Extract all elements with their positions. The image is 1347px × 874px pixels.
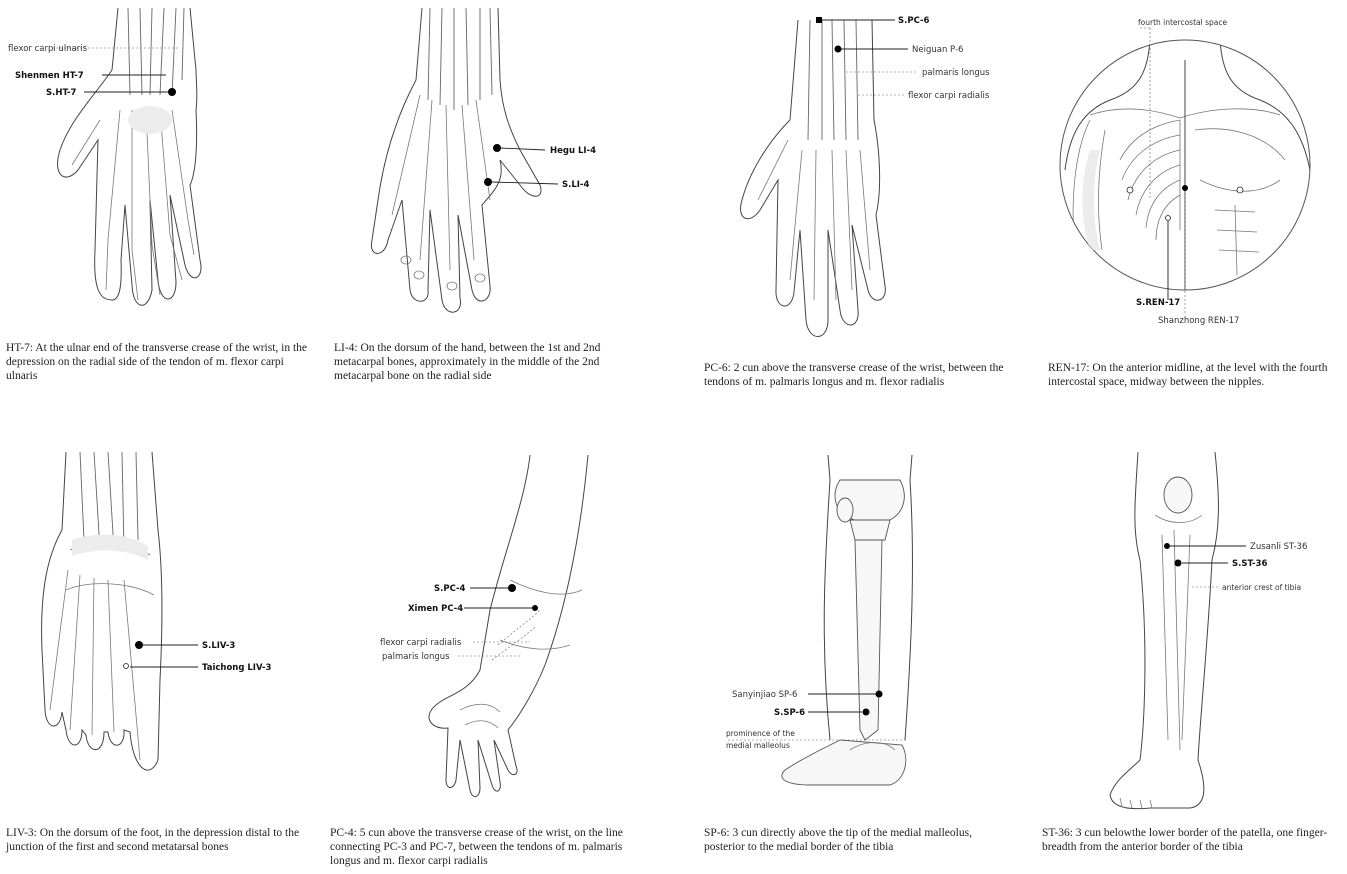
label-neiguan-p6: Neiguan P-6 [912,45,963,55]
label-sanyinjiao-sp6: Sanyinjiao SP-6 [732,690,797,700]
caption-li4: LI-4: On the dorsum of the hand, between… [334,341,634,383]
label-s-ht7: S.HT-7 [46,88,77,98]
label-flexor-carpi-radialis: flexor carpi radialis [908,91,990,101]
caption-st36: ST-36: 3 cun belowthe lower border of th… [1042,826,1342,854]
panel-sp6: Sanyinjiao SP-6 S.SP-6 prominence of the… [690,440,1030,874]
label-ximen-pc4: Ximen PC-4 [408,604,463,614]
label-s-ren17: S.REN-17 [1136,298,1180,308]
label-zusanli-st36: Zusanli ST-36 [1250,542,1307,552]
label-s-li4: S.LI-4 [562,180,589,190]
label-fourth-intercostal-space: fourth intercostal space [1138,18,1227,27]
hand-dorsal-illustration: Hegu LI-4 S.LI-4 [330,0,690,330]
panel-liv3: S.LIV-3 Taichong LIV-3 LIV-3: On the dor… [0,440,330,874]
panel-ht7: flexor carpi ulnaris Shenmen HT-7 S.HT-7… [0,0,330,420]
caption-pc4: PC-4: 5 cun above the transverse crease … [330,826,630,868]
hand-palmar-illustration: flexor carpi ulnaris Shenmen HT-7 S.HT-7 [0,0,330,330]
forearm-illustration: S.PC-4 Ximen PC-4 flexor carpi radialis … [330,440,690,820]
panel-pc6: S.PC-6 Neiguan P-6 palmaris longus flexo… [690,0,1030,420]
caption-pc6: PC-6: 2 cun above the transverse crease … [704,361,1014,389]
label-s-st36: S.ST-36 [1232,559,1267,569]
label-flexor-carpi-ulnaris: flexor carpi ulnaris [8,44,88,54]
panel-ren17: fourth intercostal space S.REN-17 Shanzh… [1030,0,1347,420]
panel-li4: Hegu LI-4 S.LI-4 LI-4: On the dorsum of … [330,0,690,420]
label-medial-malleolus: medial malleolus [726,741,790,750]
label-shanzhong-ren17: Shanzhong REN-17 [1158,316,1239,326]
label-flexor-carpi-radialis-2: flexor carpi radialis [380,638,462,648]
lower-leg-medial-illustration: Sanyinjiao SP-6 S.SP-6 prominence of the… [690,440,1030,820]
caption-sp6: SP-6: 3 cun directly above the tip of th… [704,826,1004,854]
label-palmaris-longus: palmaris longus [922,68,990,78]
caption-ren17: REN-17: On the anterior midline, at the … [1048,361,1338,389]
label-anterior-crest-of-tibia: anterior crest of tibia [1222,583,1301,592]
label-s-pc6: S.PC-6 [898,16,930,26]
label-s-pc4: S.PC-4 [434,584,466,594]
forearm-wrist-illustration: S.PC-6 Neiguan P-6 palmaris longus flexo… [690,0,1030,350]
label-palmaris-longus-2: palmaris longus [382,652,450,662]
label-prominence-of-the: prominence of the [726,729,795,738]
lower-leg-anterior-illustration: Zusanli ST-36 S.ST-36 anterior crest of … [1030,440,1347,820]
foot-dorsal-illustration: S.LIV-3 Taichong LIV-3 [0,440,330,820]
caption-ht7: HT-7: At the ulnar end of the transverse… [6,341,316,383]
label-s-liv3: S.LIV-3 [202,641,235,651]
label-taichong-liv3: Taichong LIV-3 [202,663,271,673]
panel-st36: Zusanli ST-36 S.ST-36 anterior crest of … [1030,440,1347,874]
panel-pc4: S.PC-4 Ximen PC-4 flexor carpi radialis … [330,440,690,874]
chest-illustration: fourth intercostal space S.REN-17 Shanzh… [1030,0,1347,340]
label-shenmen-ht7: Shenmen HT-7 [15,71,84,81]
label-hegu-li4: Hegu LI-4 [550,146,596,156]
caption-liv3: LIV-3: On the dorsum of the foot, in the… [6,826,316,854]
label-s-sp6: S.SP-6 [774,708,805,718]
